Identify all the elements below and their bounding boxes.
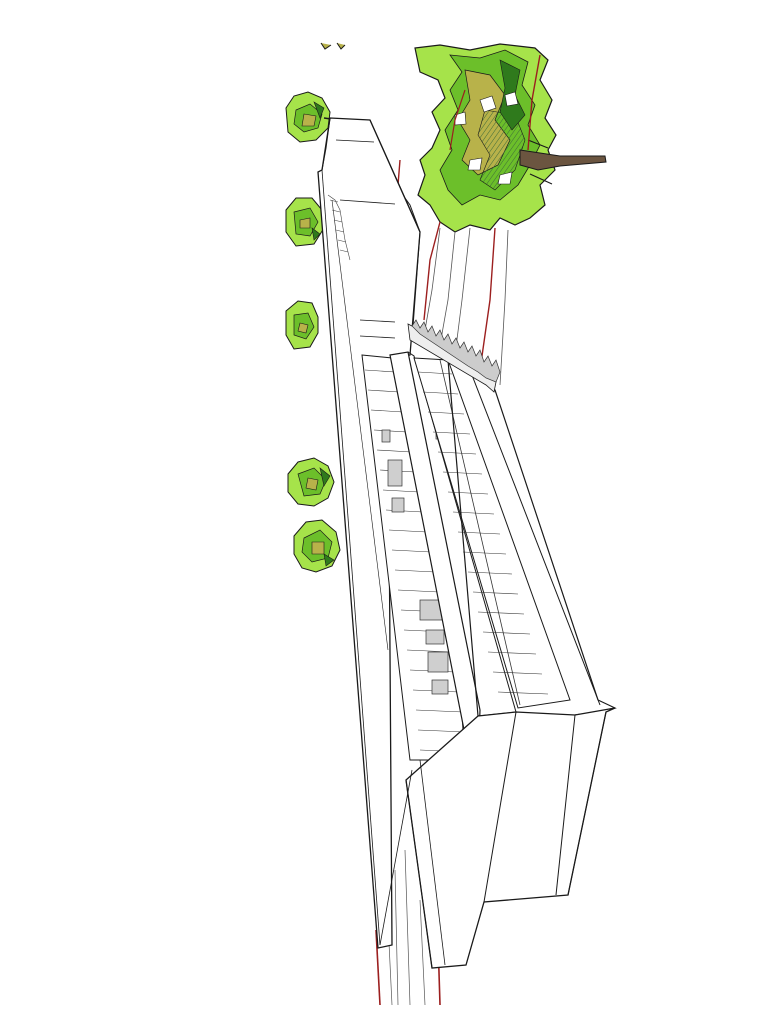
large-tree-canopy-hatch — [477, 109, 526, 191]
small-tree-3 — [285, 300, 319, 350]
roof-railing — [327, 194, 351, 261]
roof-parapet — [404, 197, 421, 341]
small-tree-5 — [293, 519, 341, 573]
small-tree-top — [320, 42, 346, 50]
small-tree-2 — [285, 197, 325, 247]
large-tree-trunk — [519, 149, 607, 171]
building — [317, 117, 617, 969]
glazing-lower — [413, 357, 571, 709]
tree-row — [285, 42, 346, 573]
large-tree-canopy-holes — [454, 91, 519, 185]
entrance-fence — [411, 319, 501, 383]
large-tree — [414, 43, 607, 233]
small-tree-4 — [287, 457, 335, 507]
